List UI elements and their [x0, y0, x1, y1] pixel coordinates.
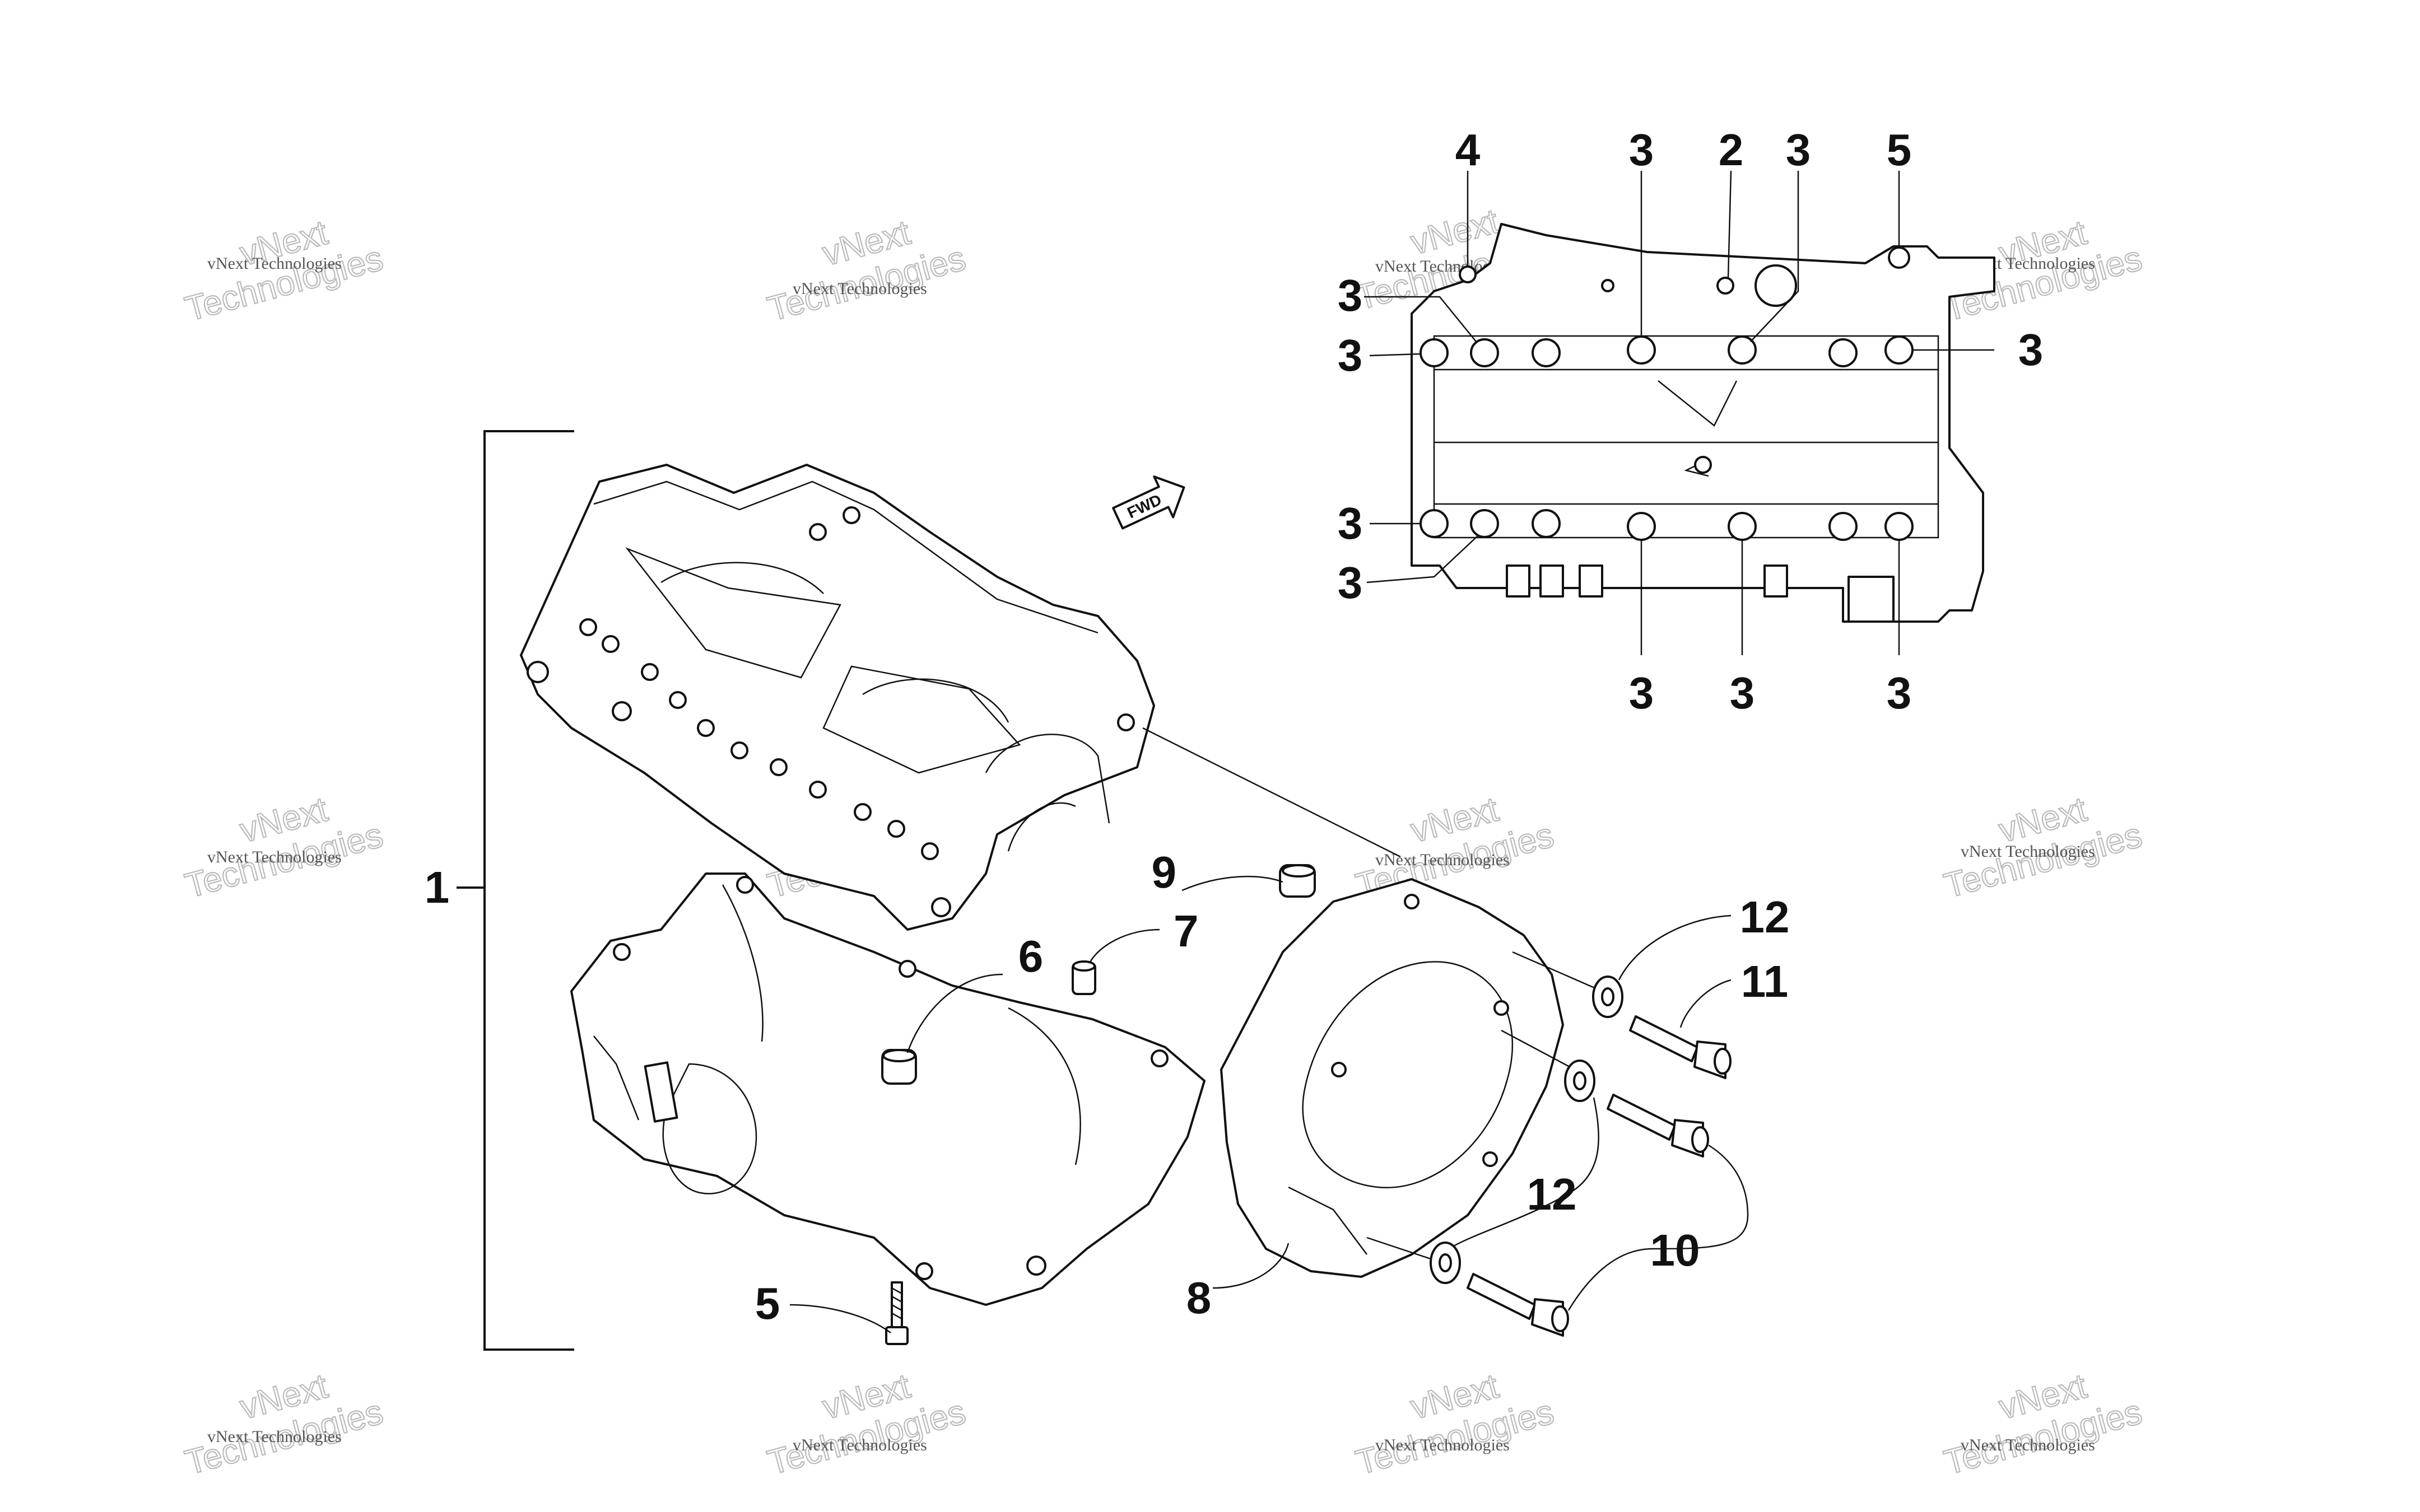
callout-12: 12 [1740, 892, 1790, 942]
callout-8: 8 [1186, 1273, 1212, 1323]
callout-2: 2 [1719, 125, 1744, 175]
callout-7: 7 [1174, 906, 1199, 956]
callout-3: 3 [1338, 330, 1363, 380]
callout-10: 10 [1650, 1225, 1700, 1275]
watermark-small: vNext Technologies [793, 1436, 927, 1454]
callout-1: 1 [425, 862, 450, 912]
watermark-small: vNext Technologies [1961, 842, 2095, 861]
watermark-small: vNext Technologies [207, 1427, 342, 1446]
callout-3: 3 [1338, 558, 1363, 608]
assembly-bracket [457, 430, 574, 1351]
part-12-washer [1592, 976, 1623, 1018]
lower-crankcase [570, 872, 1206, 1306]
watermark-small: vNext Technologies [1375, 1436, 1510, 1454]
alignment-line [1142, 727, 1401, 858]
watermark-small: vNext Technologies [207, 254, 342, 273]
callout-12: 12 [1527, 1169, 1577, 1219]
fwd-arrow: FWD [1112, 475, 1185, 530]
leader-lines [789, 170, 1994, 1334]
upper-crankcase [520, 464, 1155, 931]
watermark-small: vNext Technologies [1961, 1436, 2095, 1454]
alignment-line [1366, 1236, 1435, 1261]
callout-3: 3 [2018, 325, 2044, 375]
part-12-washer [1564, 1060, 1595, 1102]
part-6-bushing [881, 1049, 917, 1085]
crankcase-top-view [1411, 223, 1995, 623]
alignment-line [1512, 951, 1603, 992]
watermark-small: vNext Technologies [793, 279, 927, 298]
part-9-plug [1279, 864, 1316, 898]
part-12-washer [1430, 1242, 1461, 1284]
callout-3: 3 [1629, 668, 1654, 718]
callout-3: 3 [1338, 498, 1363, 548]
callouts: 1 4 3 2 3 5 3 3 3 3 3 3 3 3 9 7 6 5 8 12… [425, 125, 2044, 1328]
callout-5: 5 [755, 1278, 780, 1328]
part-5-bolt [885, 1281, 909, 1345]
callout-11: 11 [1741, 956, 1789, 1006]
watermark-small: vNext Technologies [1375, 851, 1510, 869]
part-10-bolt [1467, 1273, 1569, 1337]
callout-5-inset: 5 [1887, 125, 1912, 175]
callout-3: 3 [1629, 125, 1654, 175]
callout-3: 3 [1338, 270, 1363, 320]
watermark-small: vNext Technologies [207, 848, 342, 866]
callout-3: 3 [1786, 125, 1811, 175]
part-10-bolt [1607, 1094, 1709, 1158]
callout-3: 3 [1887, 668, 1912, 718]
callout-3: 3 [1730, 668, 1755, 718]
callout-4: 4 [1455, 125, 1481, 175]
part-11-bolt [1629, 1015, 1732, 1079]
part-8-housing [1220, 878, 1564, 1278]
callout-9: 9 [1152, 847, 1177, 897]
part-7-dowel [1072, 960, 1096, 995]
callout-6: 6 [1018, 931, 1044, 981]
